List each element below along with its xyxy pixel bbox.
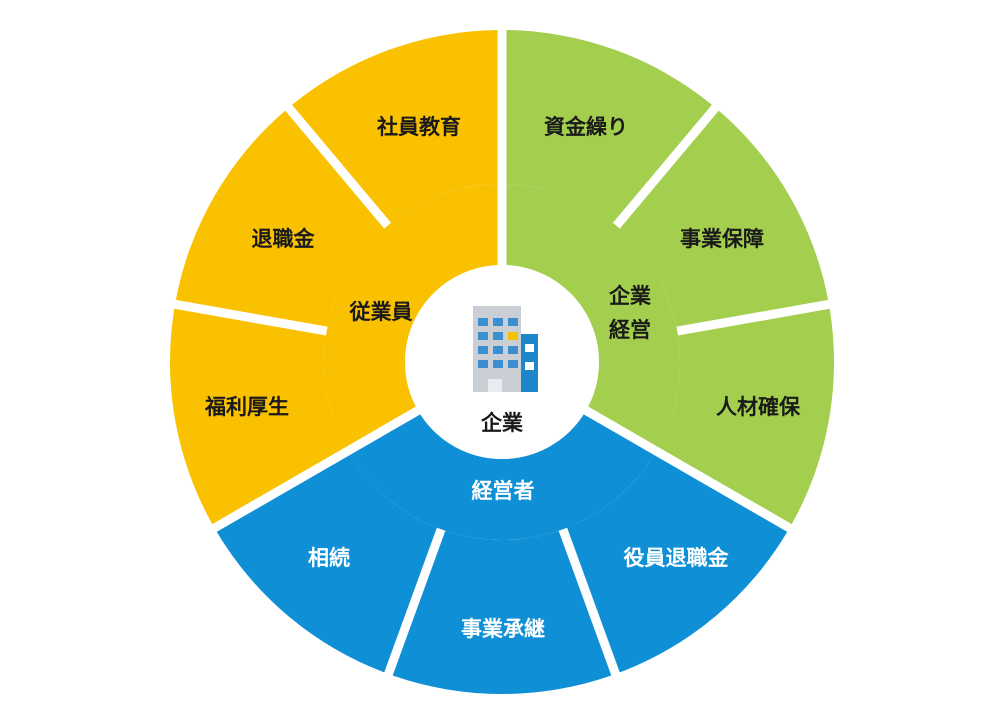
outer-segment-management-business-2 — [619, 110, 829, 327]
group-label-employee: 従業員 — [349, 300, 413, 324]
building-window — [478, 346, 488, 354]
segment-label-cash-flow: 資金繰り — [544, 115, 628, 139]
segment-label-inheritance: 相続 — [308, 546, 350, 570]
outer-segment-management-business-3 — [658, 308, 834, 525]
outer-segment-executive-3 — [567, 454, 788, 673]
segment-label-employee-training: 社員教育 — [376, 115, 461, 139]
segment-label-executive-retirement: 役員退職金 — [624, 546, 730, 570]
building-window — [478, 318, 488, 326]
inner-segment-executive — [350, 414, 654, 540]
outer-segment-employee-1 — [292, 30, 498, 223]
building-window — [493, 332, 503, 340]
outer-segment-executive-2 — [392, 530, 612, 694]
building-window — [478, 360, 488, 368]
outer-ring — [170, 30, 834, 694]
building-side-window — [525, 344, 534, 352]
building-window — [508, 346, 518, 354]
center-label: 企業 — [480, 411, 524, 435]
building-window — [508, 318, 518, 326]
office-building-icon — [473, 306, 538, 392]
building-side-window — [525, 362, 534, 370]
outer-segment-management-business-1 — [506, 30, 712, 223]
outer-segment-executive-1 — [216, 454, 437, 673]
inner-segment-management-business — [506, 184, 680, 448]
outer-segment-employee-3 — [170, 308, 346, 525]
building-window — [493, 360, 503, 368]
inner-ring — [324, 184, 680, 540]
building-window — [493, 346, 503, 354]
building-window — [508, 332, 518, 340]
inner-segment-employee — [324, 184, 498, 448]
building-window — [508, 360, 518, 368]
building-window — [493, 318, 503, 326]
segment-label-succession: 事業承継 — [461, 617, 545, 641]
segment-label-talent: 人材確保 — [716, 395, 801, 419]
segment-label-business-guarantee: 事業保障 — [680, 227, 764, 251]
outer-segment-employee-2 — [175, 110, 385, 327]
group-label-executive: 経営者 — [472, 479, 535, 503]
segment-label-retirement-allowance: 退職金 — [252, 227, 316, 251]
group-label-business-line1: 企業 — [608, 284, 652, 308]
segment-label-welfare: 福利厚生 — [204, 395, 289, 419]
group-label-business-line2: 経営 — [609, 318, 651, 342]
building-window — [478, 332, 488, 340]
